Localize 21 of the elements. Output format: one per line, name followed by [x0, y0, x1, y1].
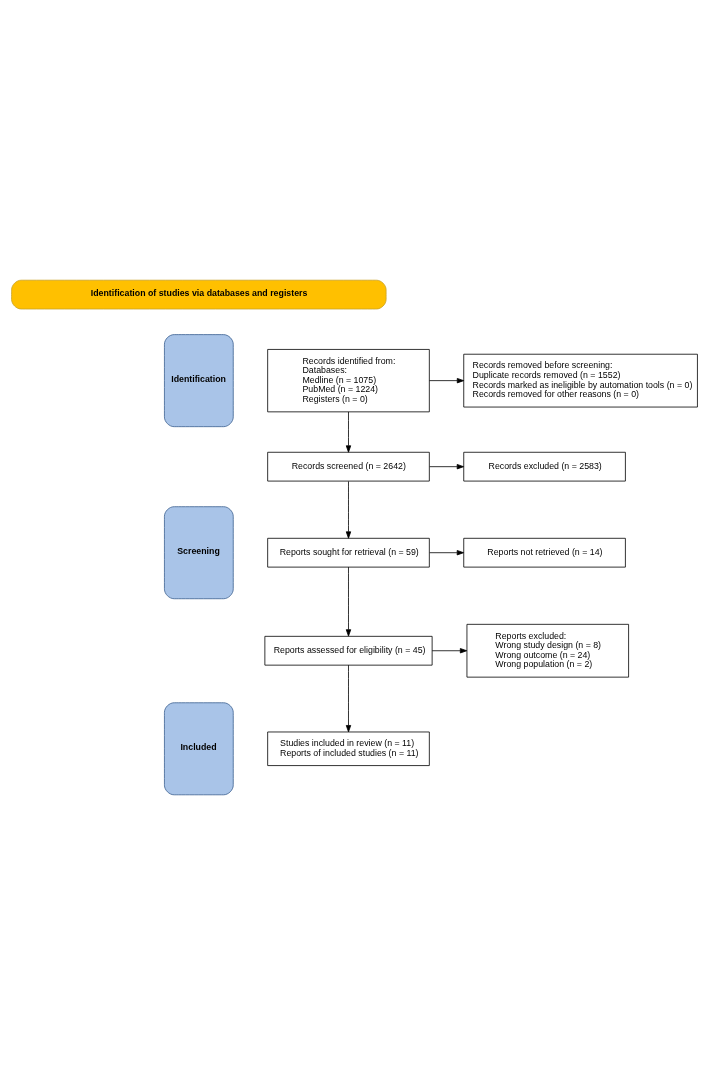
- node-box: Records identified from: Databases: Medline (n = 1075) PubMed (n = 1224) Registers (n = 0): [267, 348, 430, 412]
- arrow: [345, 480, 352, 539]
- node-box: Screening: [164, 505, 234, 599]
- node-box: Records screened (n = 2642): [267, 451, 430, 481]
- node-box: Reports assessed for eligibility (n = 45): [264, 635, 433, 666]
- arrow: [345, 664, 352, 732]
- node-box: Reports sought for retrieval (n = 59): [267, 537, 430, 567]
- node-box: Reports not retrieved (n = 14): [463, 537, 626, 567]
- node-box: Records excluded (n = 2583): [463, 451, 626, 481]
- arrow: [429, 463, 464, 469]
- node-box: Included: [164, 701, 234, 795]
- node-box: Records removed before screening: Duplicate records removed (n = 1552) Records marked as ineligible by automation tools (n = 0) Records removed for other reasons (n = 0): [463, 353, 698, 407]
- arrow: [431, 647, 468, 653]
- arrow: [345, 566, 352, 636]
- node-box: Identification of studies via databases and registers: [11, 279, 387, 309]
- arrow: [345, 411, 352, 453]
- arrow: [429, 549, 464, 555]
- node-box: Studies included in review (n = 11) Reports of included studies (n = 11): [267, 731, 430, 766]
- node-box: Reports excluded: Wrong study design (n = 8) Wrong outcome (n = 24) Wrong population (n = 2): [466, 623, 629, 678]
- node-box: Identification: [164, 333, 234, 427]
- arrow: [429, 377, 465, 383]
